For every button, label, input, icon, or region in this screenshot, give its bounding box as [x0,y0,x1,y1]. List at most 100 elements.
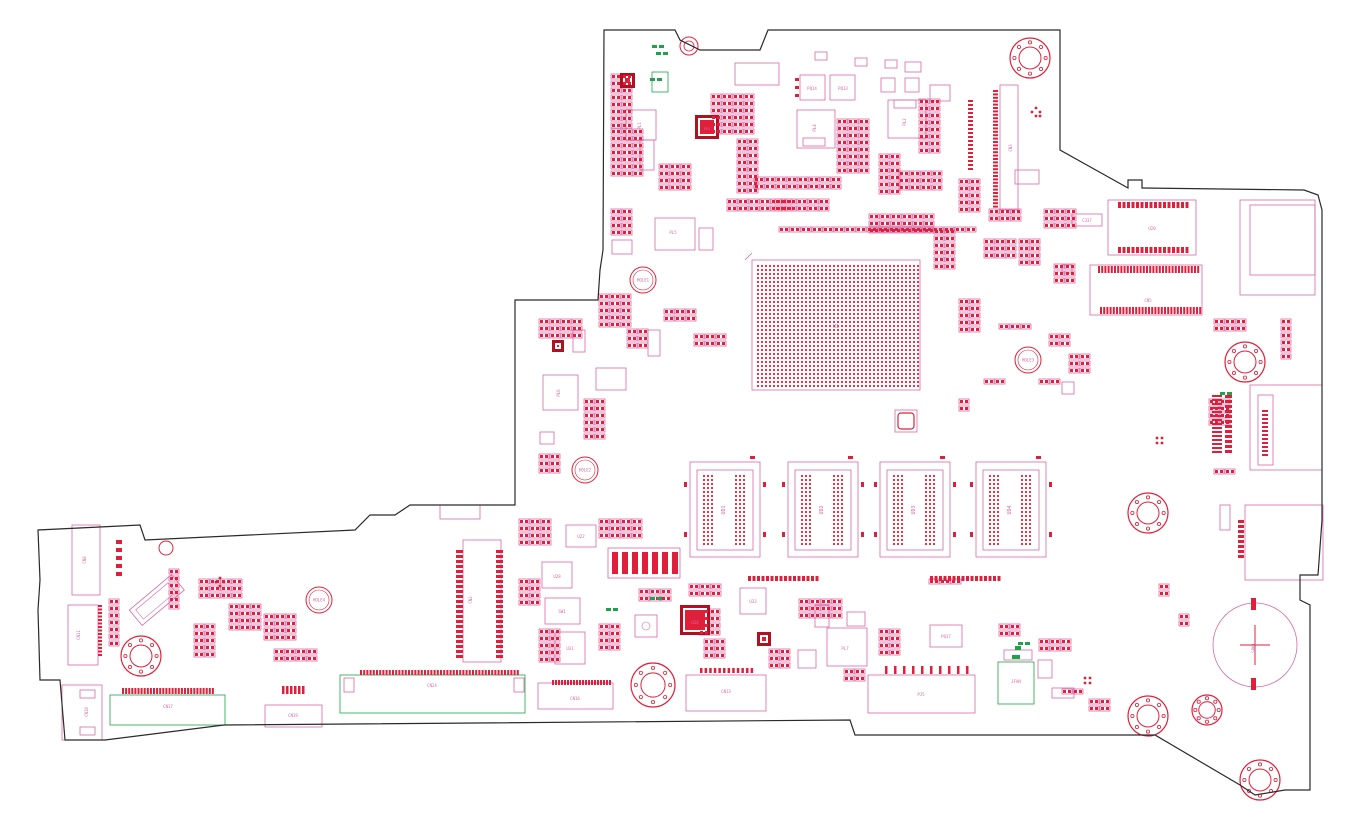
cpu-ball [884,280,888,284]
u20-pin [1185,247,1189,253]
cpu-ball [768,316,772,320]
passive-component [734,116,737,119]
cpu-ball [800,304,804,308]
passive-outline [868,220,880,227]
passive-component [935,237,938,240]
passive-outline [284,648,296,655]
ram-ball [840,506,844,510]
passive-outline [847,132,859,139]
passive-component [916,172,919,175]
cn13-pin [736,668,740,673]
passive-component [854,141,857,144]
cpu-ball [912,288,916,292]
cpu-ball [856,280,860,284]
passive-component [739,200,742,203]
cpu-ball [780,336,784,340]
cpu-ball [804,372,808,376]
cpu-ball [824,264,828,268]
passive-outline [560,318,572,325]
ram-ball [832,482,836,486]
cpu-ball [876,268,880,272]
passive-component [690,585,693,588]
mount-hole-via [127,642,132,647]
ram-ball [992,478,996,482]
passive-outline [858,160,870,167]
passive-outline [529,599,541,606]
passive-component [815,185,818,188]
ram-bus-pad [766,576,769,581]
passive-component [755,178,758,181]
passive-component [573,327,576,330]
cpu-ball [800,340,804,344]
passive-component [246,619,249,622]
cpu-ball [824,300,828,304]
cn2-pin [456,575,463,578]
passive-component [545,644,548,647]
passive-component [865,155,868,158]
passive-component [1062,647,1065,650]
cpu-ball [876,372,880,376]
passive-outline [737,198,749,205]
passive-component [838,127,841,130]
passive-component [1055,335,1058,338]
cpu-ball [784,376,788,380]
right-port2-pin [1238,545,1244,548]
cpu-ball [892,288,896,292]
ram-ball [836,490,840,494]
cpu-ball [772,336,776,340]
cpu-ball [780,308,784,312]
passive-component [1237,327,1240,330]
passive-outline [998,630,1010,637]
passive-component [770,664,773,667]
passive-component [971,187,974,190]
passive-component [813,228,816,231]
cpu-ball [788,352,792,356]
passive-outline [263,613,275,620]
pl5-outline [654,217,696,251]
cpu-ball [884,296,888,300]
passive-outline [549,628,561,635]
passive-component [750,207,753,210]
cpu-ball [820,328,824,332]
passive-component [600,527,603,530]
passive-outline [878,167,890,174]
passive-component [633,337,636,340]
passive-outline [847,139,859,146]
passive-component [276,615,279,618]
ram-ball [832,490,836,494]
passive-component [246,626,249,629]
cpu-ball [904,280,908,284]
ram-ball [840,490,844,494]
passive-component [1072,224,1075,227]
cpu-ball [816,352,820,356]
cpu-ball [784,320,788,324]
ram-ball [734,514,738,518]
lcd-connector-pin [472,670,474,675]
cpu-ball [848,268,852,272]
cpu-ball [804,272,808,276]
cn3-pin [993,171,998,174]
passive-component [711,342,714,345]
cpu-ball [800,296,804,300]
mount-hole-via [638,695,643,700]
ram-ball [900,530,904,534]
ram-ball [992,474,996,478]
ram-ball [836,502,840,506]
passive-component [241,605,244,608]
passive-component [639,172,642,175]
passive-outline [669,184,681,191]
passive-outline [1213,325,1225,332]
ram-ball [900,542,904,546]
passive-component [1006,210,1009,213]
cn2-pin [496,630,503,633]
passive-component [723,116,726,119]
ram-ball [742,534,746,538]
cpu-ball [840,368,844,372]
passive-component [880,644,883,647]
cpu-ball [916,376,920,380]
passive-outline [529,578,541,585]
ram-ball [738,534,742,538]
passive-component [1074,690,1077,693]
ram-inner-outline [696,469,754,551]
passive-outline [732,93,744,100]
